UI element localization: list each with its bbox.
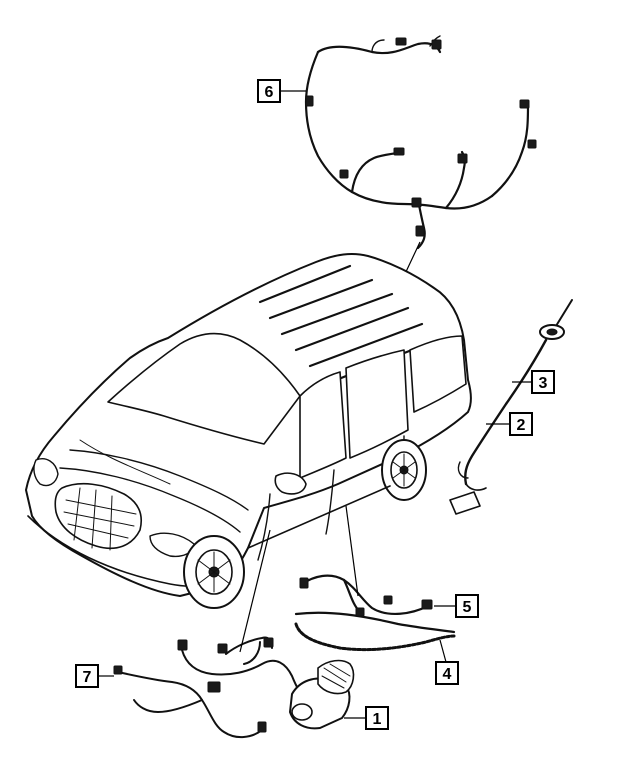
- callout-3-label: 3: [539, 375, 548, 392]
- leader-4: [439, 639, 447, 663]
- callout-1-label: 1: [373, 711, 382, 728]
- callout-6-label: 6: [265, 84, 274, 101]
- callout-7: 7: [75, 664, 99, 688]
- antenna-cable: [449, 299, 573, 515]
- floor-harness: [294, 574, 456, 652]
- callout-4-label: 4: [443, 666, 452, 683]
- roof-harness: [304, 35, 537, 250]
- callout-6: 6: [257, 79, 281, 103]
- callout-4: 4: [435, 661, 459, 685]
- callout-2-label: 2: [517, 417, 526, 434]
- minivan-illustration: [25, 253, 472, 609]
- callout-3: 3: [531, 370, 555, 394]
- callout-7-label: 7: [83, 669, 92, 686]
- floor-harness-leader: [345, 505, 359, 597]
- callout-2: 2: [509, 412, 533, 436]
- callout-1: 1: [365, 706, 389, 730]
- callout-5-label: 5: [463, 599, 472, 616]
- door-harness-leader: [239, 529, 271, 653]
- callout-5: 5: [455, 594, 479, 618]
- door-harness: [113, 636, 355, 738]
